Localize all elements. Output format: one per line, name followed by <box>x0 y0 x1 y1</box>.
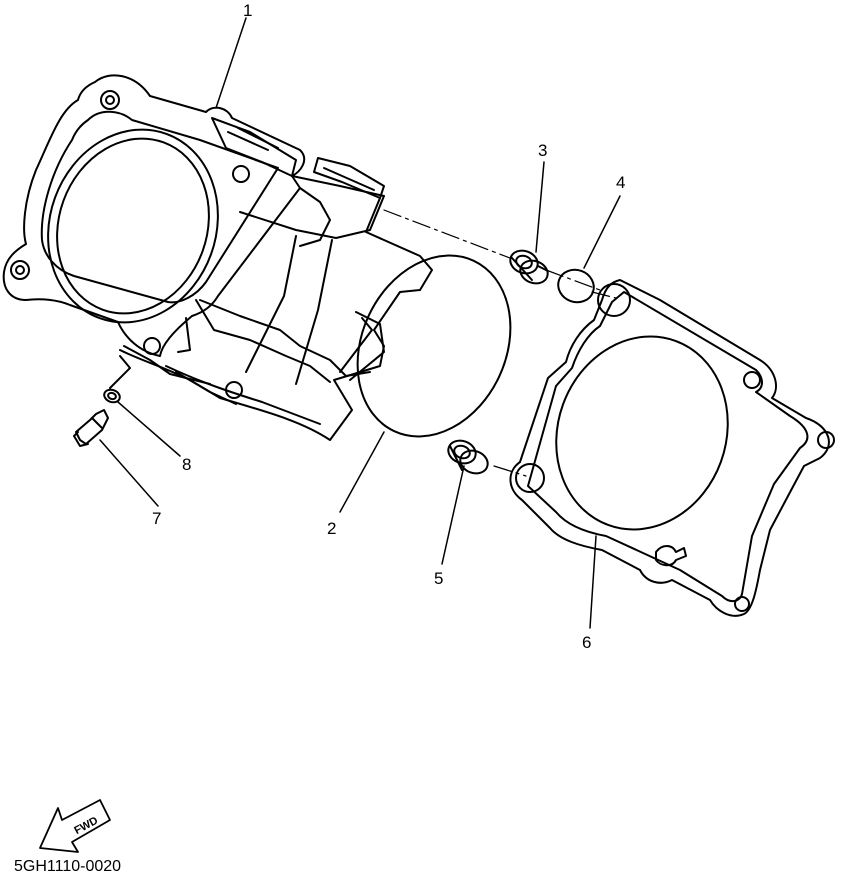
leader-2 <box>339 431 385 513</box>
cylinder-block <box>2 74 433 441</box>
fwd-arrow: FWD <box>39 799 111 853</box>
cylinder-gasket <box>509 279 835 617</box>
bore-seal <box>356 254 512 438</box>
leader-1 <box>215 17 247 109</box>
dowel-pin-upper <box>509 249 549 285</box>
washer <box>103 388 121 404</box>
leader-8 <box>117 401 181 457</box>
callout-8: 8 <box>182 455 192 474</box>
callout-1: 1 <box>243 1 253 20</box>
callout-2: 2 <box>327 519 337 538</box>
leader-6 <box>589 535 597 629</box>
leader-4 <box>583 195 621 269</box>
callout-4: 4 <box>616 173 626 192</box>
o-ring <box>557 268 595 304</box>
diagram-part-code: 5GH1110-0020 <box>14 858 122 875</box>
callout-3: 3 <box>538 141 548 160</box>
leader-3 <box>535 161 545 253</box>
dowel-pin-lower <box>447 439 489 475</box>
leader-5 <box>441 465 465 565</box>
callout-7: 7 <box>152 509 162 528</box>
callout-6: 6 <box>582 633 592 652</box>
leader-lines <box>99 17 621 629</box>
flange-bolt <box>73 409 109 447</box>
leader-7 <box>99 439 159 507</box>
callout-5: 5 <box>434 569 444 588</box>
